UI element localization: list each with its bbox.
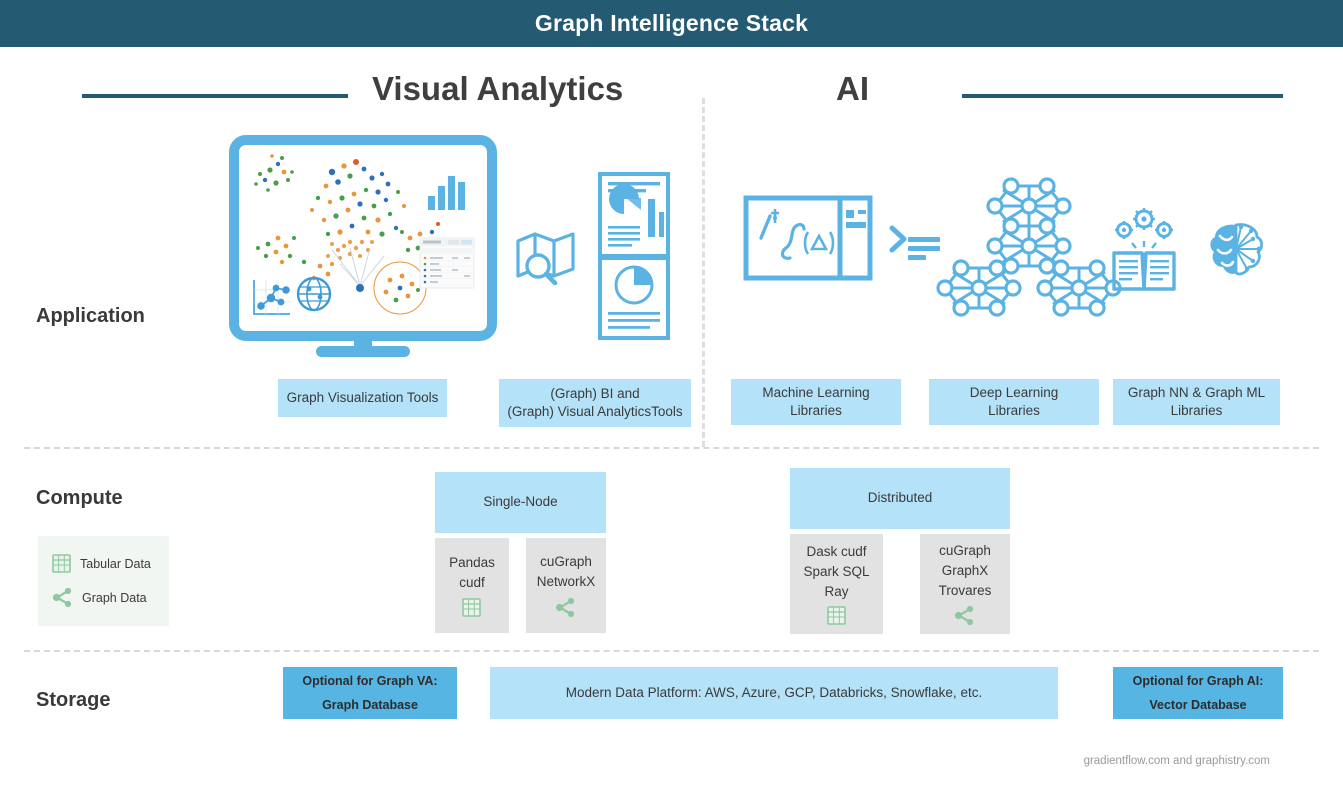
app-box-label-line2: Libraries	[1170, 403, 1223, 418]
storage-box-label-line2: Graph Database	[322, 697, 418, 712]
column-heading-visual-analytics: Visual Analytics	[372, 70, 624, 107]
graph-data-icon	[954, 605, 975, 626]
storage-box-label-line2: Vector Database	[1149, 697, 1247, 712]
compute-box-label-line1: Pandas	[449, 554, 495, 570]
row-label-compute: Compute	[36, 487, 123, 509]
legend-item-graph-data: Graph Data	[52, 587, 169, 608]
compute-box-label-line2: Spark SQL	[803, 563, 870, 579]
neural-network-illustration	[936, 172, 1122, 324]
app-box-label-line1: (Graph) BI and	[550, 385, 640, 401]
storage-box-label-line1: Optional for Graph AI:	[1132, 673, 1264, 688]
graph-visualization-monitor-illustration	[229, 135, 497, 358]
app-box-label: Graph Visualization Tools	[286, 389, 439, 405]
app-box-label-line1: Machine Learning	[762, 384, 870, 400]
storage-box-graph-database[interactable]: Optional for Graph VA: Graph Database	[283, 667, 457, 719]
compute-box-single-node[interactable]: Single-Node	[435, 472, 606, 533]
compute-box-label-line1: Dask cudf	[806, 543, 867, 559]
compute-box-label-line3: Trovares	[938, 583, 992, 599]
report-dashboard-illustration	[598, 172, 670, 340]
compute-box-cugraph-networkx[interactable]: cuGraph NetworkX	[526, 538, 606, 633]
app-box-graph-nn-graph-ml-libraries[interactable]: Graph NN & Graph ML Libraries	[1113, 379, 1280, 425]
storage-box-label: Modern Data Platform: AWS, Azure, GCP, D…	[565, 684, 983, 700]
tabular-data-icon	[462, 598, 482, 618]
vertical-divider	[702, 98, 705, 447]
legend-label-graph: Graph Data	[82, 590, 147, 605]
app-header: Graph Intelligence Stack	[0, 0, 1343, 47]
terminal-prompt-illustration	[888, 222, 942, 262]
code-window-illustration	[743, 195, 873, 281]
row-label-storage: Storage	[36, 689, 111, 711]
app-box-machine-learning-libraries[interactable]: Machine Learning Libraries	[731, 379, 901, 425]
app-box-label-line2: Libraries	[790, 403, 842, 418]
compute-box-label-line1: cuGraph	[939, 542, 991, 558]
visual-analytics-rule	[82, 94, 348, 98]
app-box-graph-bi-visual-analytics[interactable]: (Graph) BI and (Graph) Visual AnalyticsT…	[499, 379, 691, 427]
compute-row-divider	[24, 650, 1319, 652]
compute-box-label: Single-Node	[483, 494, 558, 510]
data-type-legend: Tabular Data Graph Data	[38, 536, 169, 626]
compute-box-label-line2: NetworkX	[536, 574, 596, 589]
app-box-label-line2: (Graph) Visual AnalyticsTools	[507, 404, 683, 419]
app-box-label-line1: Graph NN & Graph ML	[1127, 384, 1266, 400]
legend-label-tabular: Tabular Data	[80, 556, 151, 571]
compute-box-label-line1: cuGraph	[540, 553, 592, 569]
compute-box-label: Distributed	[867, 490, 933, 506]
compute-box-pandas-cudf[interactable]: Pandas cudf	[435, 538, 509, 633]
compute-box-label-line3: Ray	[824, 584, 849, 600]
storage-box-vector-database[interactable]: Optional for Graph AI: Vector Database	[1113, 667, 1283, 719]
compute-box-cugraph-graphx-trovares[interactable]: cuGraph GraphX Trovares	[920, 534, 1010, 634]
brain-ai-illustration	[1207, 222, 1265, 278]
compute-box-label-line2: cudf	[459, 575, 485, 590]
page-title: Graph Intelligence Stack	[534, 10, 809, 36]
legend-item-tabular-data: Tabular Data	[52, 554, 169, 573]
footer-credit: gradientflow.com and graphistry.com	[1083, 755, 1270, 767]
app-box-graph-visualization-tools[interactable]: Graph Visualization Tools	[278, 379, 447, 417]
compute-box-distributed[interactable]: Distributed	[790, 468, 1010, 529]
graph-data-icon	[555, 597, 576, 618]
app-box-label-line1: Deep Learning	[969, 384, 1059, 400]
application-row-divider	[24, 447, 1319, 449]
map-search-illustration	[514, 225, 578, 287]
storage-box-modern-data-platform[interactable]: Modern Data Platform: AWS, Azure, GCP, D…	[490, 667, 1058, 719]
compute-box-dask-spark-ray[interactable]: Dask cudf Spark SQL Ray	[790, 534, 883, 634]
graph-data-icon	[52, 587, 73, 608]
app-box-label-line2: Libraries	[988, 403, 1040, 418]
tabular-data-icon	[827, 606, 846, 626]
column-heading-ai: AI	[836, 70, 869, 107]
app-box-deep-learning-libraries[interactable]: Deep Learning Libraries	[929, 379, 1099, 425]
row-label-application: Application	[36, 305, 145, 327]
ai-rule	[962, 94, 1283, 98]
compute-box-label-line2: GraphX	[941, 562, 989, 578]
tabular-data-icon	[52, 554, 71, 573]
book-gears-illustration	[1110, 203, 1178, 293]
storage-box-label-line1: Optional for Graph VA:	[302, 673, 438, 688]
